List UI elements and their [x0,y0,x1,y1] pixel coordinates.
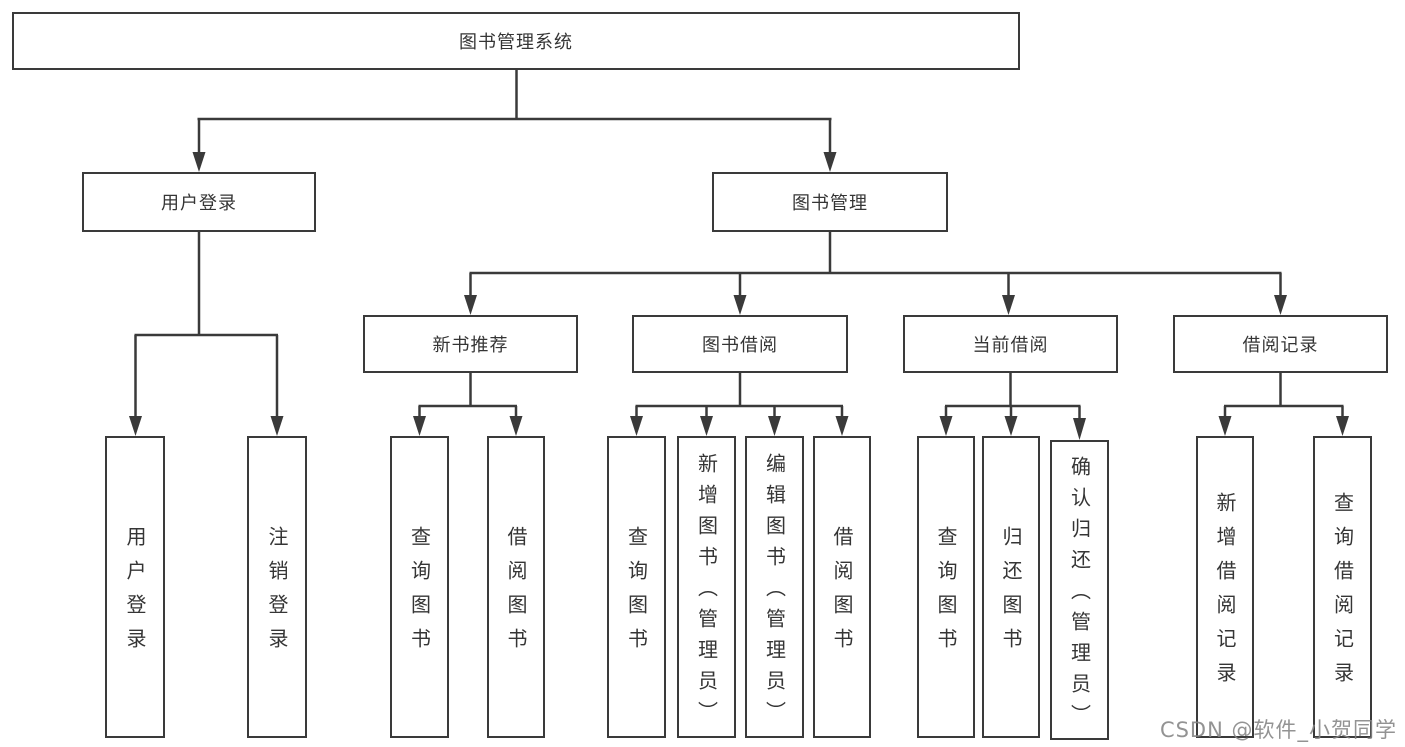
node-label: 查询图书 [624,526,649,662]
arrow-down-icon [733,295,747,315]
leaf-add-borrow-record: 新增借阅记录 [1196,436,1254,738]
csdn-watermark: CSDN @软件_小贺同学 [1159,718,1397,742]
node-label: 借阅记录 [1242,335,1319,356]
node-user-login: 用户登录 [82,172,316,232]
node-label: 借阅图书 [830,526,854,662]
leaf-borrow-books-recommend: 借阅图书 [487,436,545,738]
node-root: 图书管理系统 [12,12,1020,70]
node-label: 当前借阅 [972,335,1049,356]
arrow-down-icon [630,416,643,436]
leaf-logout: 注销登录 [247,436,307,738]
leaf-borrow-books: 借阅图书 [813,436,871,738]
node-new-book-recommend: 新书推荐 [363,315,578,373]
node-label: 归还图书 [999,526,1023,662]
node-label: 确认归还（管理员） [1067,456,1092,735]
node-label: 新书推荐 [432,335,509,356]
leaf-query-books-recommend: 查询图书 [390,436,449,738]
arrow-down-icon [835,416,849,436]
leaf-query-borrow-record: 查询借阅记录 [1313,436,1372,738]
node-label: 查询借阅记录 [1330,492,1355,696]
node-label: 编辑图书（管理员） [762,453,787,732]
arrow-down-icon [1073,418,1086,440]
arrow-down-icon [413,416,426,436]
node-label: 图书借阅 [702,335,778,356]
node-label: 用户登录 [123,526,147,662]
arrow-down-icon [1002,295,1015,315]
leaf-edit-book-admin: 编辑图书（管理员） [745,436,804,738]
arrow-down-icon [509,416,523,436]
arrow-down-icon [1004,416,1018,436]
arrow-down-icon [270,416,284,436]
node-label: 图书管理系统 [459,32,573,53]
node-book-borrowing: 图书借阅 [632,315,848,373]
arrow-down-icon [939,416,953,436]
node-label: 新增图书（管理员） [694,453,719,732]
arrow-down-icon [823,152,837,172]
node-label: 注销登录 [265,526,289,662]
leaf-query-books-borrowing: 查询图书 [607,436,666,738]
leaf-user-login: 用户登录 [105,436,165,738]
arrow-down-icon [1218,416,1232,436]
node-label: 查询图书 [934,526,958,662]
leaf-add-book-admin: 新增图书（管理员） [677,436,736,738]
node-book-management: 图书管理 [712,172,948,232]
arrow-down-icon [1336,416,1349,436]
arrow-down-icon [700,416,713,436]
node-label: 用户登录 [161,193,237,214]
node-label: 查询图书 [407,526,432,662]
node-label: 新增借阅记录 [1213,492,1237,696]
arrow-down-icon [192,152,206,172]
arrow-down-icon [768,416,781,436]
arrow-down-icon [1274,295,1287,315]
node-borrowing-records: 借阅记录 [1173,315,1388,373]
arrow-down-icon [129,416,142,436]
leaf-confirm-return-admin: 确认归还（管理员） [1050,440,1109,740]
node-current-borrowing: 当前借阅 [903,315,1118,373]
node-label: 图书管理 [792,193,868,214]
leaf-return-book: 归还图书 [982,436,1040,738]
leaf-query-books-current: 查询图书 [917,436,975,738]
node-label: 借阅图书 [504,526,528,662]
arrow-down-icon [464,295,477,315]
